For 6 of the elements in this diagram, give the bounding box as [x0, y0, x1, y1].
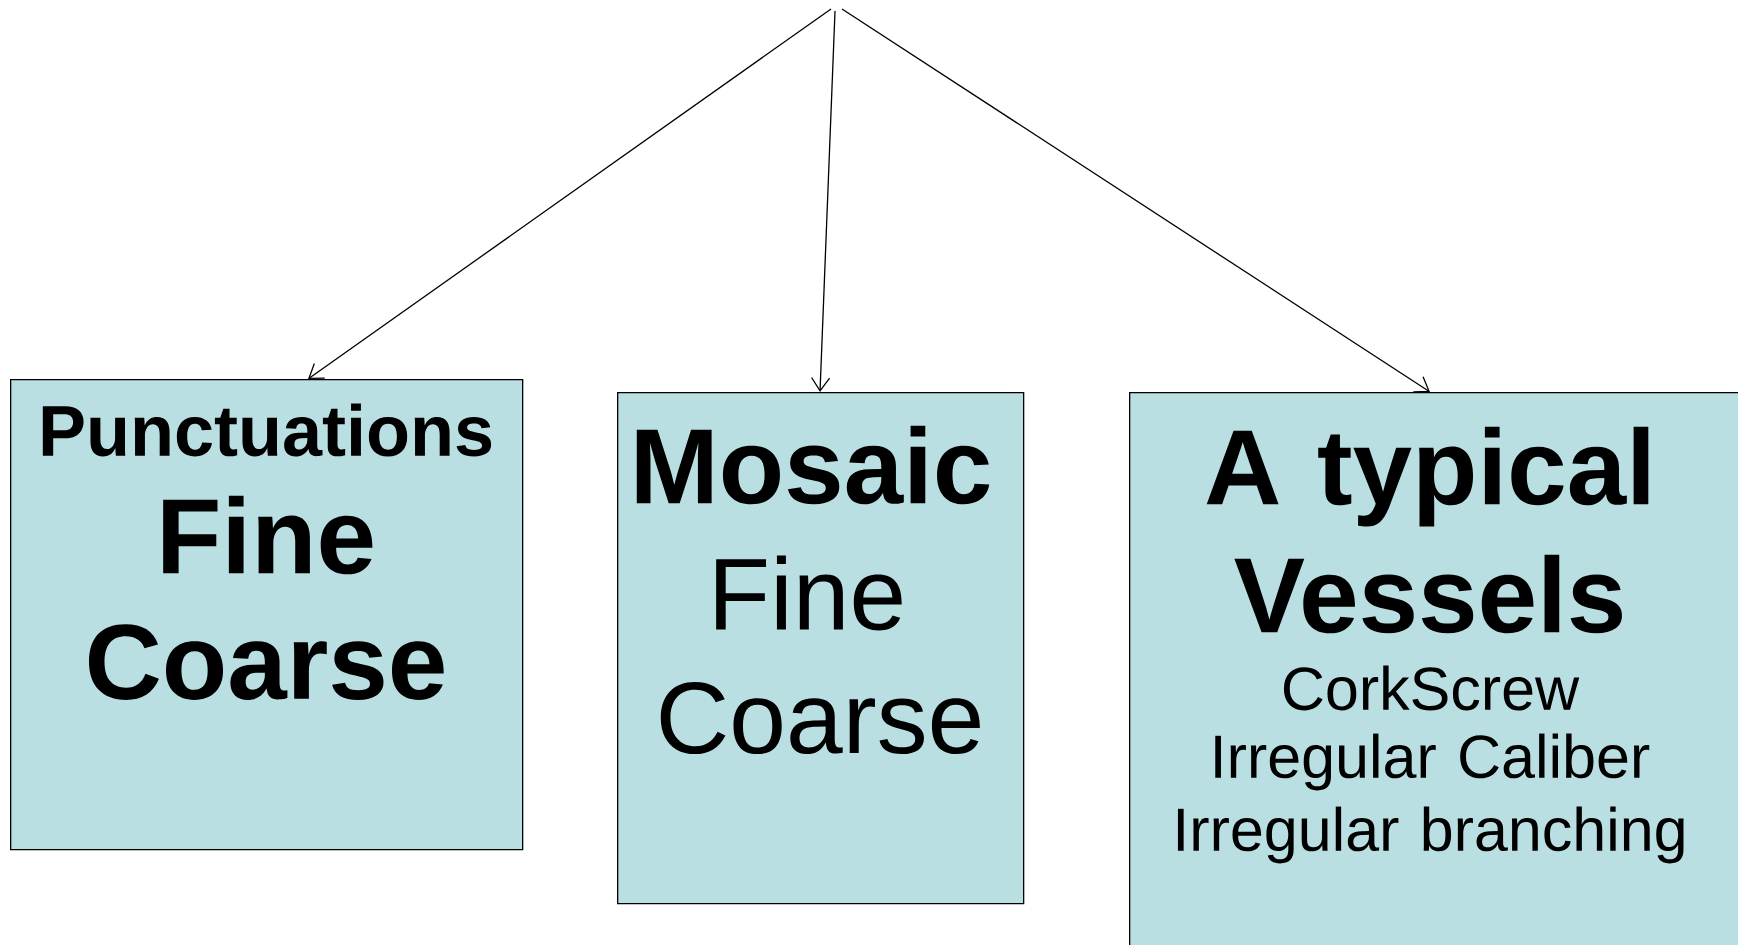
- category-box: A typical Vessels CorkScrew Irregular Caliber Irregular branching: [1129, 392, 1738, 945]
- arrow: [810, 10, 836, 392]
- arrow: [308, 8, 832, 379]
- arrow: [841, 8, 1430, 393]
- category-box: Punctuations Fine Coarse: [10, 379, 524, 851]
- category-box: Mosaic Fine Coarse: [617, 392, 1025, 905]
